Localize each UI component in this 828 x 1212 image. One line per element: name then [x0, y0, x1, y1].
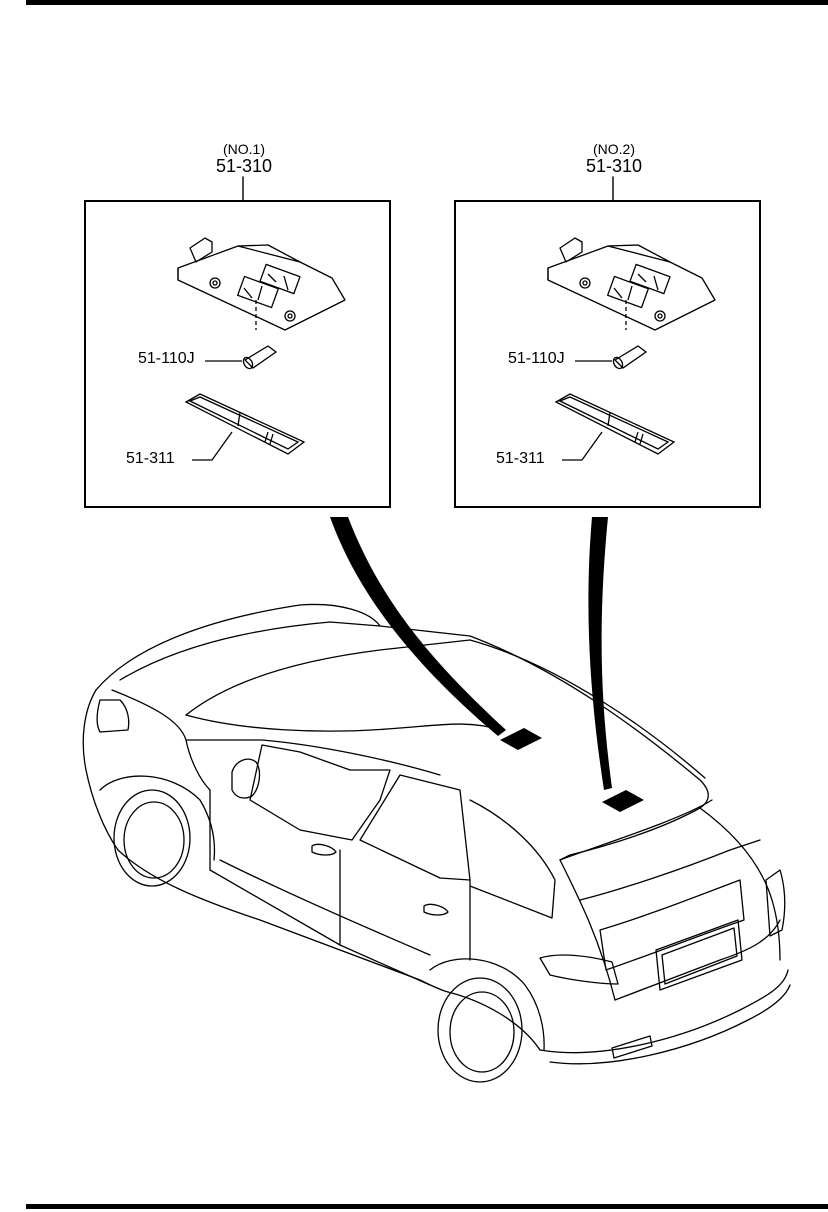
- bulb-part-label-no2: 51-110J: [508, 350, 565, 367]
- leader-swoosh-no1: [330, 517, 506, 736]
- panel-no2: [454, 200, 761, 508]
- bulb-part-label-no1: 51-110J: [138, 350, 195, 367]
- position-label-no1: (NO.1): [223, 141, 265, 157]
- lens-part-label-no2: 51-311: [496, 450, 545, 467]
- callout-no2: (NO.2) 51-310: [575, 142, 653, 176]
- position-label-no2: (NO.2): [593, 141, 635, 157]
- map-lamp-assembly-icon-no2: [547, 237, 716, 331]
- map-lamp-assembly-icon-no1: [177, 237, 346, 331]
- lens-icon-no2: [554, 393, 676, 461]
- lens-icon-no1: [184, 393, 306, 461]
- bulb-icon-no2: [575, 345, 648, 370]
- assembly-part-no2: 51-310: [585, 155, 643, 176]
- assembly-part-no1: 51-310: [215, 155, 273, 176]
- bottom-border-rule: [26, 1204, 828, 1209]
- lens-part-label-no1: 51-311: [126, 450, 175, 467]
- location-marker-no2: [602, 790, 644, 812]
- leader-swoosh-no2: [588, 517, 612, 790]
- suv-vehicle-icon: [82, 603, 791, 1083]
- bulb-icon-no1: [205, 345, 278, 370]
- callout-no1: (NO.1) 51-310: [205, 142, 283, 176]
- location-marker-no1: [500, 728, 542, 750]
- panel-no1: [84, 200, 391, 508]
- top-border-rule: [26, 0, 828, 5]
